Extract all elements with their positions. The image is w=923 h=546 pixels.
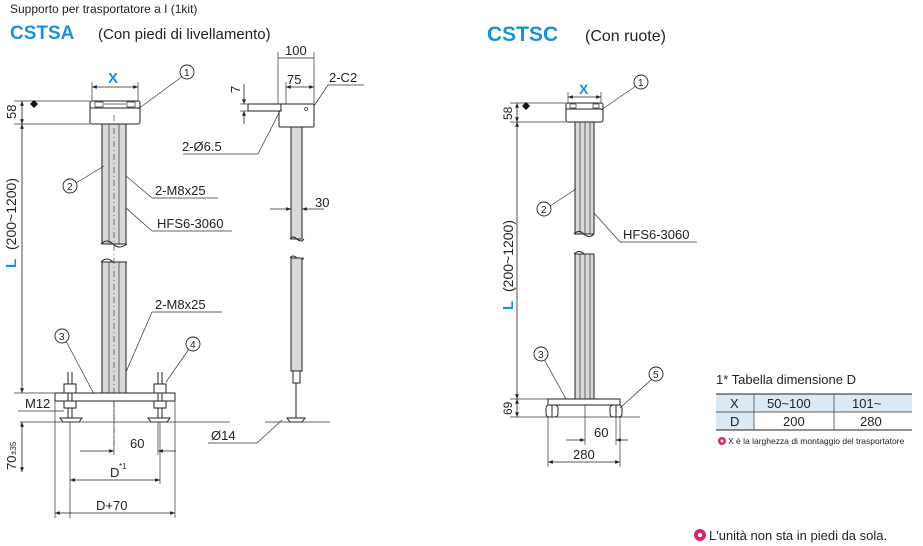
left-callout-hfs: HFS6-3060 [157,216,223,231]
side-dim-hole: 2-Ø6.5 [182,139,222,154]
side-view: 100 75 7 2-C2 2-Ø6.5 30 [182,43,364,444]
left-callout-m8-bottom: 2-M8x25 [155,297,206,312]
left-callout-m8-top: 2-M8x25 [155,183,206,198]
left-x-label: X [108,70,118,87]
side-dim-c2: 2-C2 [329,70,357,85]
side-dim-100: 100 [285,43,307,58]
left-balloon-4: 4 [190,340,196,351]
right-dim-l: L [500,301,517,310]
right-x-label: X [579,81,589,97]
diamond-marker-icon [30,100,38,108]
side-dim-14: Ø14 [211,428,236,443]
left-dim-70-tol: ±35 [9,441,18,455]
cstsc-code: CSTSC [487,23,558,46]
note-icon [718,437,726,445]
table-cell-1-1: 200 [783,414,805,429]
table-title: 1* Tabella dimensione D [716,372,856,387]
footer-note-text: L'unità non sta in piedi da sola. [709,528,887,543]
left-dim-l-range: (200~1200) [3,178,19,250]
left-dim-60: 60 [130,436,144,451]
table-cell-1-0: D [730,414,739,429]
side-dim-30: 30 [315,195,329,210]
right-balloon-3: 3 [538,350,544,361]
table-cell-0-0: X [730,396,739,411]
left-balloon-2: 2 [67,182,73,193]
table-cell-1-2: 280 [860,414,882,429]
left-dim-l: L [3,259,20,268]
right-balloon-1: 1 [638,78,644,89]
side-dim-7: 7 [228,86,243,93]
cstsc-desc: (Con ruote) [585,28,666,45]
table-cell-0-1: 50~100 [767,396,811,411]
right-dim-69: 69 [501,401,515,415]
left-balloon-3: 3 [59,332,65,343]
dimension-table: 1* Tabella dimensione D X 50~100 101~ D … [716,372,912,446]
cstsa-front-view: X 58 L (2 [3,64,232,518]
note-icon [694,529,706,541]
right-balloon-2: 2 [541,205,547,216]
left-dim-d70: D+70 [96,498,127,513]
right-dim-l-range: (200~1200) [500,220,516,292]
cstsa-code: CSTSA [10,23,75,44]
left-dim-d-sup: *1 [119,462,127,471]
right-dim-280: 280 [573,447,595,462]
subtitle: Supporto per trasportatore a I (1kit) [10,2,197,16]
table-cell-0-2: 101~ [852,396,882,411]
right-balloon-5: 5 [653,370,659,381]
side-dim-75: 75 [287,72,301,87]
right-dim-60: 60 [594,425,608,440]
footer-note: L'unità non sta in piedi da sola. [694,528,887,543]
left-balloon-1: 1 [184,68,190,79]
left-dim-58: 58 [4,105,19,119]
cstsa-desc: (Con piedi di livellamento) [98,26,271,43]
left-dim-d: D [110,465,119,480]
diamond-marker-icon [522,102,530,110]
right-callout-hfs: HFS6-3060 [623,227,689,242]
right-dim-58: 58 [501,106,515,120]
left-dim-m12: M12 [25,396,50,411]
cstsc-front-view: X 58 L (200~1200) 69 [500,74,697,467]
table-note: X è la larghezza di montaggio del traspo… [728,436,905,446]
left-dim-70: 70 [4,456,19,470]
